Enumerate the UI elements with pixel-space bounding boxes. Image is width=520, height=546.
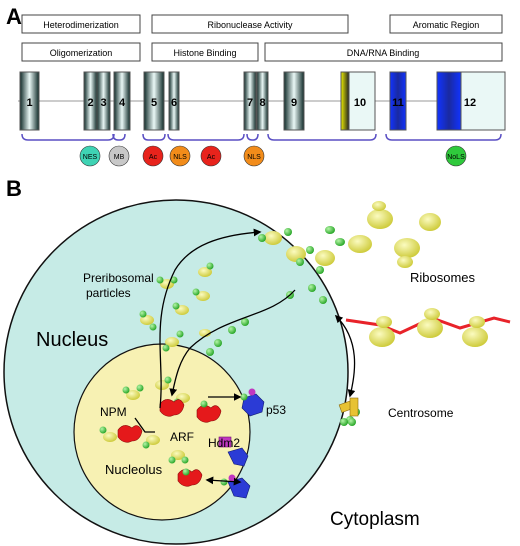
exon-1: 1 — [19, 71, 40, 131]
panel-b-label: B — [6, 176, 22, 201]
hdm2-label: Hdm2 — [208, 436, 240, 450]
exon-6: 6 — [168, 71, 180, 131]
svg-text:12: 12 — [464, 97, 476, 109]
svg-text:8: 8 — [259, 97, 265, 109]
nucleolus-label: Nucleolus — [105, 462, 163, 477]
svg-text:5: 5 — [151, 97, 157, 109]
er-ribosomes — [369, 308, 488, 347]
npm-label: NPM — [100, 405, 127, 419]
svg-text:4: 4 — [119, 97, 126, 109]
preribosomal-label-1: Preribosomal — [83, 271, 154, 285]
svg-text:DNA/RNA Binding: DNA/RNA Binding — [347, 48, 420, 58]
region-oligomerization: Oligomerization — [21, 42, 141, 62]
svg-text:11: 11 — [392, 97, 404, 109]
svg-text:Ac: Ac — [207, 154, 216, 161]
motif-nls-2: NLS — [243, 145, 265, 167]
motif-nes: NES — [79, 145, 101, 167]
exon-12: 12 — [436, 71, 506, 131]
svg-text:Oligomerization: Oligomerization — [50, 48, 113, 58]
exon-9: 9 — [283, 71, 305, 131]
svg-text:10: 10 — [354, 97, 366, 109]
region-ribonuclease: Ribonuclease Activity — [151, 14, 349, 34]
svg-text:Ribonuclease Activity: Ribonuclease Activity — [207, 20, 293, 30]
p53-label: p53 — [266, 403, 286, 417]
exon-5: 5 — [143, 71, 165, 131]
cytoplasm-label: Cytoplasm — [330, 509, 420, 530]
region-aromatic: Aromatic Region — [389, 14, 503, 34]
ribosomes-label: Ribosomes — [410, 270, 476, 285]
free-ribosomes — [264, 201, 441, 268]
motif-ac-1: Ac — [142, 145, 164, 167]
svg-text:Heterodimerization: Heterodimerization — [43, 20, 119, 30]
preribosomal-particles — [139, 262, 214, 352]
svg-text:NES: NES — [83, 154, 98, 161]
exon-10: 10 — [340, 71, 376, 131]
nucleolus — [73, 343, 251, 521]
panel-a-label: A — [6, 4, 22, 29]
exon-7: 7 — [243, 71, 257, 131]
arf-proteins — [117, 399, 222, 487]
svg-text:3: 3 — [100, 97, 106, 109]
svg-text:NLS: NLS — [173, 154, 187, 161]
motif-brackets — [21, 133, 502, 141]
p53-hdm2-complex-top — [240, 388, 265, 417]
exon-2: 2 — [83, 71, 98, 131]
exon-4: 4 — [113, 71, 131, 131]
preribosomal-label-2: particles — [86, 286, 131, 300]
exon-8: 8 — [256, 71, 269, 131]
motif-nls-1: NLS — [169, 145, 191, 167]
region-dna-rna-binding: DNA/RNA Binding — [264, 42, 503, 62]
exon-3: 3 — [96, 71, 111, 131]
region-histone-binding: Histone Binding — [151, 42, 259, 62]
motif-mb: MB — [108, 145, 130, 167]
svg-text:Ac: Ac — [149, 154, 158, 161]
svg-text:6: 6 — [171, 97, 177, 109]
centrosome-label: Centrosome — [388, 406, 454, 420]
svg-text:MB: MB — [114, 154, 125, 161]
svg-text:Aromatic Region: Aromatic Region — [413, 20, 480, 30]
region-heterodimerization: Heterodimerization — [21, 14, 141, 34]
nucleus-label: Nucleus — [36, 329, 108, 351]
svg-text:NLS: NLS — [247, 154, 261, 161]
svg-text:1: 1 — [26, 97, 32, 109]
exon-11: 11 — [389, 71, 407, 131]
svg-text:2: 2 — [87, 97, 93, 109]
centrosome-shape — [338, 397, 359, 426]
flow-arrows — [134, 228, 356, 486]
svg-text:9: 9 — [291, 97, 297, 109]
svg-text:Histone Binding: Histone Binding — [173, 48, 236, 58]
svg-text:7: 7 — [247, 97, 253, 109]
motif-ac-2: Ac — [200, 145, 222, 167]
svg-text:NoLS: NoLS — [447, 154, 465, 161]
hdm2-complex-mid — [218, 436, 249, 467]
motif-nols: NoLS — [445, 145, 467, 167]
arf-label: ARF — [170, 430, 194, 444]
